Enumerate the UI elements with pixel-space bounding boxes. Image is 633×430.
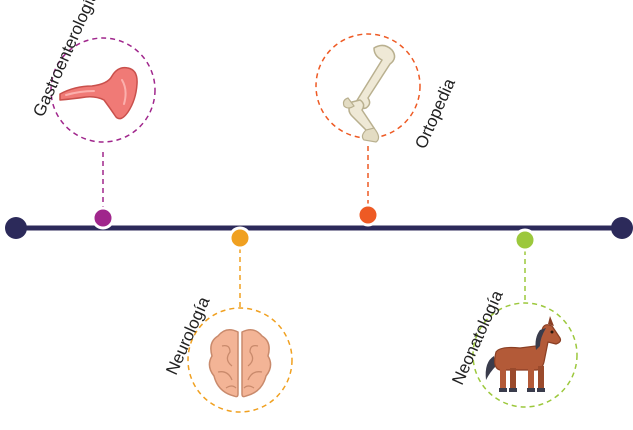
milestone-dot (230, 228, 250, 248)
milestone-label: Neurología (162, 293, 213, 377)
timeline-start-cap (5, 217, 27, 239)
milestone-label: Ortopedia (411, 75, 459, 151)
milestone-dot (515, 230, 535, 250)
milestone-gastroenterologia: Gastroenterología (29, 0, 155, 228)
milestone-ortopedia: Ortopedia (316, 34, 459, 225)
milestone-neonatologia: Neonatología (448, 230, 577, 407)
milestone-label: Neonatología (448, 287, 507, 388)
milestone-dot (358, 205, 378, 225)
intestine-icon (60, 68, 137, 119)
milestone-dot (93, 208, 113, 228)
milestone-label: Gastroenterología (29, 0, 102, 120)
brain-icon (209, 330, 270, 397)
milestone-neurologia: Neurología (162, 228, 292, 412)
leg-bone-icon (344, 45, 395, 142)
horse-icon (486, 316, 561, 392)
timeline-end-cap (611, 217, 633, 239)
